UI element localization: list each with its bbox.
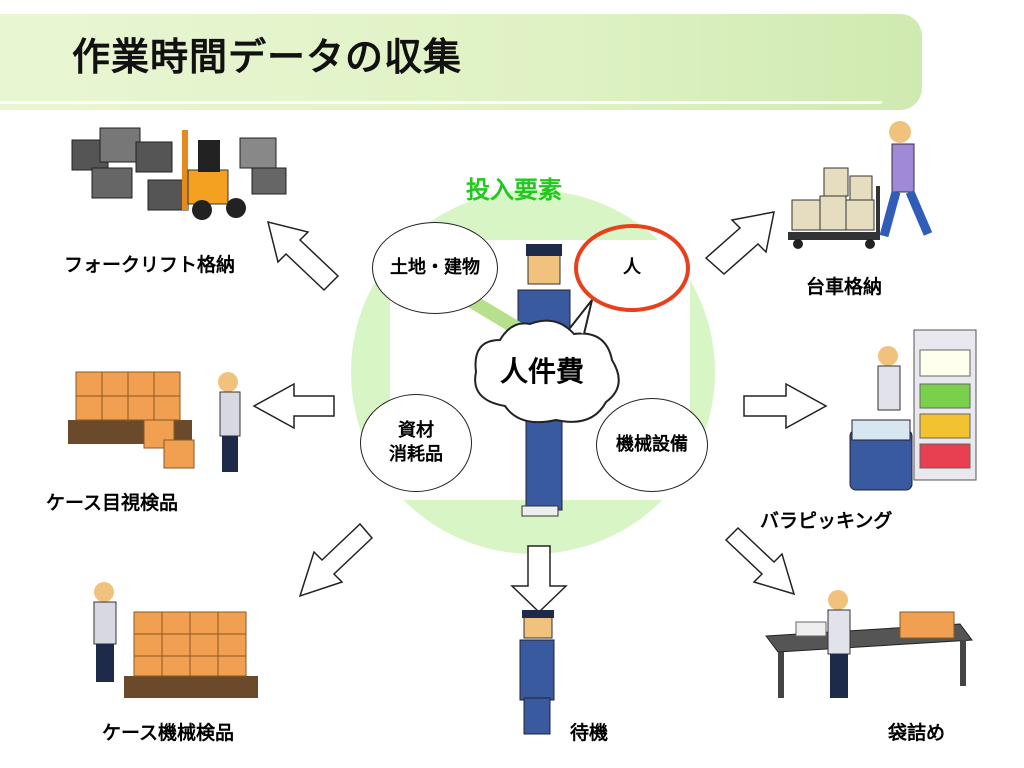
inputs-heading: 投入要素 <box>466 176 562 204</box>
page-title: 作業時間データの収集 <box>72 35 463 79</box>
visual-inspection-illustration <box>68 371 241 472</box>
task-bagging: 袋詰め <box>888 722 946 744</box>
factor-person-label: 人 <box>623 256 641 278</box>
factor-equipment-label: 機械設備 <box>616 433 688 455</box>
arrow-to-machine-inspection <box>298 522 374 598</box>
arrow-to-piece-picking <box>743 382 828 430</box>
cart-worker-illustration <box>788 121 933 249</box>
factor-person: 人 <box>592 238 672 298</box>
bubble-tail <box>569 299 593 335</box>
arrow-to-waiting <box>510 545 568 614</box>
task-machine-inspection: ケース機械検品 <box>102 722 235 744</box>
arrow-to-visual-inspection <box>252 382 335 430</box>
task-waiting: 待機 <box>570 722 609 744</box>
factor-land-building-label: 土地・建物 <box>390 256 480 278</box>
forklift-illustration <box>71 127 287 220</box>
task-piece-picking: バラピッキング <box>760 510 893 532</box>
task-forklift-storage: フォークリフト格納 <box>64 254 236 276</box>
labor-cost-label: 人件費 <box>500 355 585 388</box>
task-visual-inspection: ケース目視検品 <box>46 492 179 514</box>
highlight-ring <box>574 224 690 312</box>
thought-bubble <box>474 319 620 424</box>
piece-picking-illustration <box>849 329 977 491</box>
arrow-to-forklift <box>266 220 340 292</box>
factor-materials-line1: 資材 <box>398 419 434 441</box>
bagging-illustration <box>765 590 973 698</box>
factor-equipment: 機械設備 <box>596 398 708 492</box>
task-cart-storage: 台車格納 <box>806 276 883 298</box>
waiting-worker-illustration <box>519 610 555 735</box>
arrow-to-bagging <box>724 526 796 596</box>
machine-inspection-illustration <box>93 582 258 698</box>
factor-materials: 資材 消耗品 <box>360 394 472 492</box>
factor-land-building: 土地・建物 <box>372 222 498 314</box>
arrow-to-cart <box>704 211 775 276</box>
title-band <box>0 14 922 110</box>
factor-materials-line2: 消耗品 <box>389 444 443 465</box>
